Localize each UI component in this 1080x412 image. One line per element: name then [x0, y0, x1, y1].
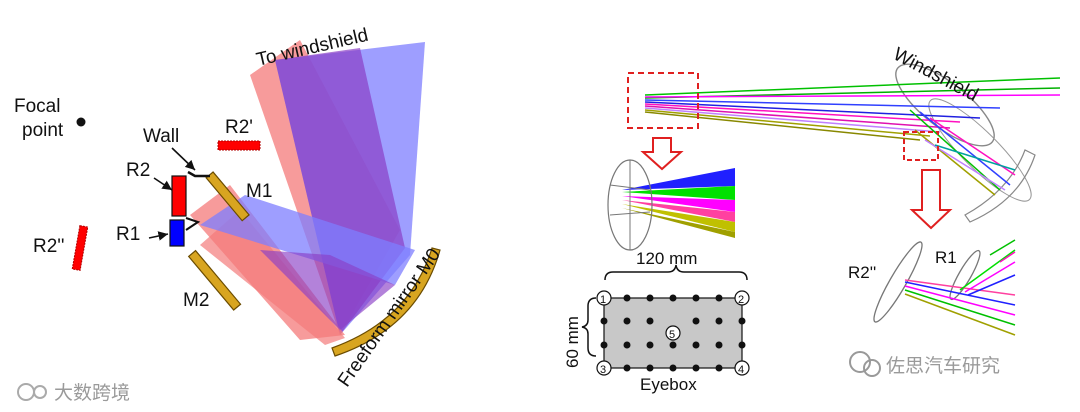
zoom-inset-emitter: R2'' R1 [848, 239, 1016, 336]
watermark-logo-icon [17, 383, 35, 401]
r2-prime-label: R2' [225, 117, 253, 138]
eyebox-label: Eyebox [640, 375, 697, 394]
height-brace [581, 297, 597, 357]
eyebox-numbered-points: 1 2 3 4 5 [596, 290, 750, 376]
windshield-outline [895, 63, 995, 147]
focal-point-label-line2: point [22, 120, 64, 141]
width-brace [604, 264, 748, 281]
left-optics-diagram: Focal point Wall R2 R1 R2' R2'' M1 M2 To… [14, 25, 445, 391]
corner-4-label: 4 [738, 364, 744, 376]
eye-region-box [627, 72, 699, 129]
freeform-mirror-m0 [331, 247, 441, 357]
virtual-image-r2-prime [217, 140, 261, 151]
blue-beam-lower [200, 195, 415, 285]
r2-double-prime-label-right: R2'' [848, 263, 876, 282]
r2-double-prime-label: R2'' [33, 236, 65, 257]
wall [187, 170, 210, 178]
windshield-label: Windshield [890, 44, 982, 106]
watermark-left: 大数跨境 [17, 382, 130, 404]
wall-lower [185, 217, 201, 231]
center-5-label: 5 [669, 329, 675, 341]
r2-label: R2 [126, 160, 150, 181]
watermark-left-text: 大数跨境 [54, 382, 130, 404]
windshield-outline-inner [928, 98, 1032, 202]
corner-2-label: 2 [738, 294, 744, 306]
wall-label: Wall [143, 126, 179, 147]
wall-arrow [171, 147, 196, 171]
m1-label: M1 [246, 181, 272, 202]
focal-point-dot [76, 117, 86, 127]
eyebox: 1 2 3 4 5 120 mm 60 mm Eyebox [563, 249, 750, 394]
eyebox-height-label: 60 mm [563, 316, 582, 368]
virtual-image-r2-double-prime [71, 225, 89, 271]
zoom-inset-eye [607, 159, 735, 251]
eyebox-sample-points [600, 294, 746, 372]
r1-arrow [148, 231, 169, 241]
watermark-right: 佐思汽车研究 [849, 351, 1000, 377]
emitter-r2 [171, 175, 187, 217]
down-arrow-left [640, 137, 684, 171]
r2-double-prime-lens [873, 241, 923, 323]
down-arrow-right [909, 169, 953, 230]
eyebox-width-label: 120 mm [636, 249, 697, 268]
corner-1-label: 1 [600, 294, 606, 306]
overlap-beam-lower [260, 250, 395, 330]
right-raytrace-diagram: 1 2 3 4 5 120 mm 60 mm Eyebox [563, 44, 1061, 394]
wechat-icon [849, 351, 871, 373]
r1-label: R1 [116, 224, 140, 245]
red-beam-m2 [200, 210, 345, 345]
emitter-r1 [169, 219, 185, 247]
corner-3-label: 3 [600, 364, 606, 376]
r1-lens [949, 249, 981, 301]
focal-point-label-line1: Focal [14, 96, 60, 117]
ray-bundle [644, 77, 1061, 196]
emitter-region-box [903, 131, 939, 161]
mirror-m2 [187, 249, 242, 311]
r1-label-right: R1 [935, 248, 957, 267]
m2-label: M2 [183, 290, 209, 311]
r2-arrow [153, 177, 173, 191]
watermark-right-text: 佐思汽车研究 [886, 355, 1000, 377]
mirror-housing-outline [964, 149, 1036, 223]
